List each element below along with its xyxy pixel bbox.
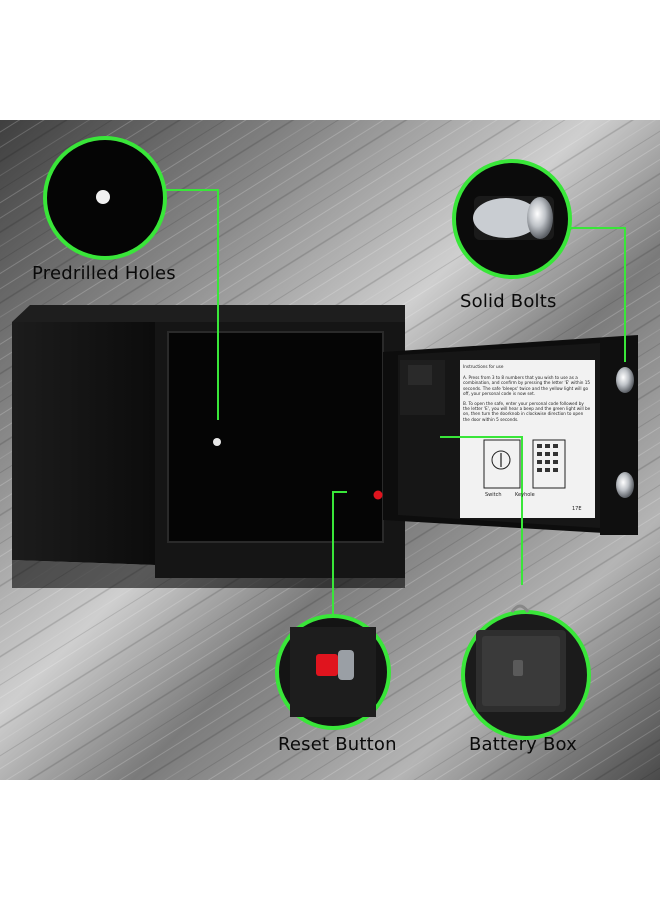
door-instructions-text: Instructions for use A. Press from 3 to … (463, 364, 591, 422)
door-model-label: 17E (572, 506, 582, 512)
callout-reset (275, 614, 391, 730)
door-step-a: A. Press from 3 to 8 numbers that you wi… (463, 375, 591, 396)
callout-holes (43, 136, 167, 260)
callout-lines (163, 189, 626, 620)
label-battery-box: Battery Box (469, 734, 578, 755)
label-solid-bolts: Solid Bolts (460, 291, 557, 312)
reset-button-dot (373, 490, 383, 500)
door-step-b: B. To open the safe, enter your personal… (463, 401, 591, 422)
door-heading: Instructions for use (463, 364, 504, 369)
safe-door (373, 335, 638, 535)
door-diagram (483, 439, 566, 489)
callout-bolts (452, 159, 572, 279)
instructions-panel (460, 360, 595, 518)
door-keyhole-label: Keyhole (515, 492, 535, 498)
callout-battery (461, 604, 591, 740)
label-reset-button: Reset Button (278, 734, 397, 755)
bolt-upper (616, 367, 634, 393)
label-predrilled-holes: Predrilled Holes (32, 263, 176, 284)
predrilled-hole (213, 438, 221, 446)
bolt-lower (616, 472, 634, 498)
safe-body (12, 305, 405, 588)
door-switch-label: Switch (485, 492, 502, 498)
